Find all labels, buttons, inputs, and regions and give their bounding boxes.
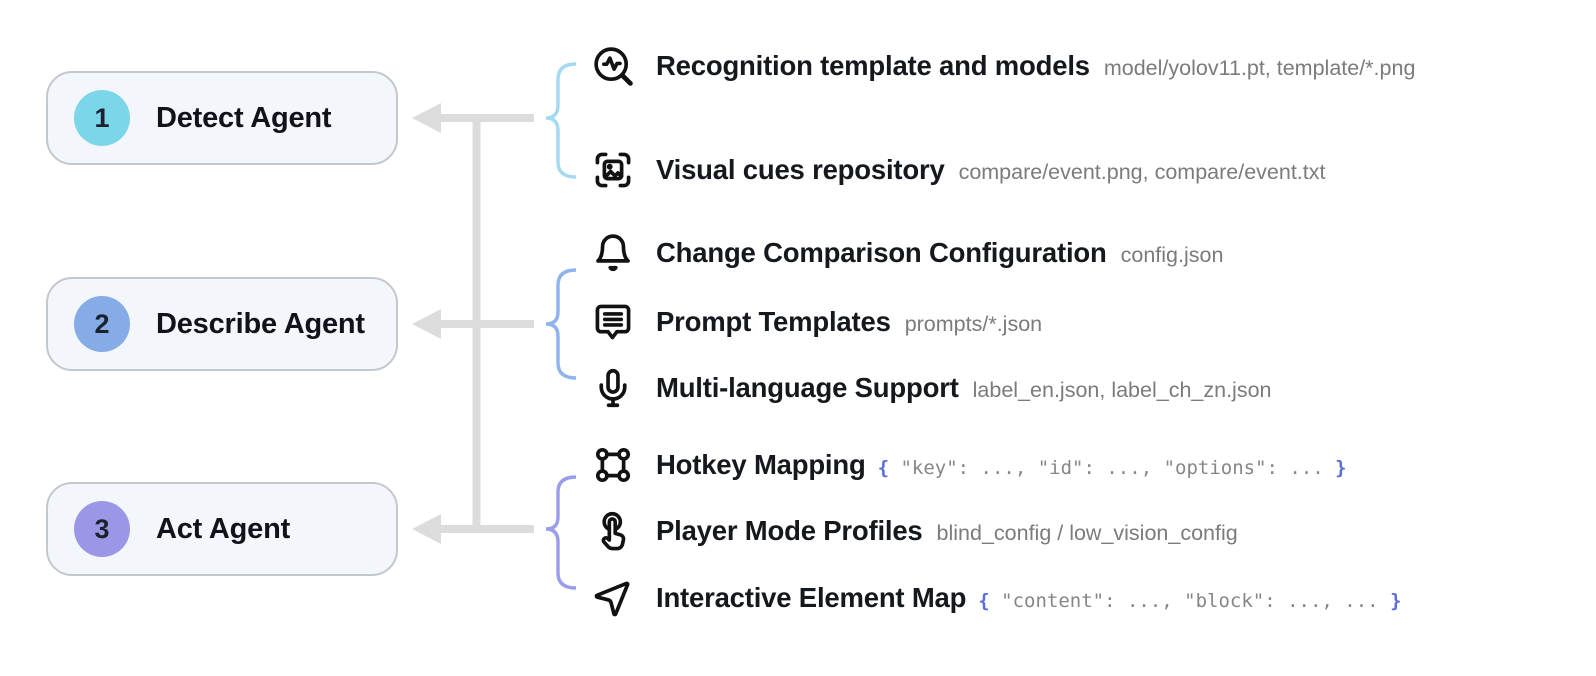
config-item-multi-language: Multi-language Support label_en.json, la…	[590, 361, 1271, 415]
brace-detect	[545, 62, 577, 179]
agent-number-badge: 3	[74, 501, 130, 557]
bell-icon	[590, 230, 636, 276]
item-label: Hotkey Mapping	[656, 449, 866, 480]
arrowhead-describe-icon	[412, 309, 441, 339]
agent-label: Describe Agent	[156, 307, 365, 340]
agent-label: Detect Agent	[156, 101, 332, 134]
image-scan-icon	[590, 147, 636, 193]
arrowhead-act-icon	[412, 514, 441, 544]
agent-box-act: 3 Act Agent	[46, 482, 398, 576]
code-body: "key": ..., "id": ..., "options": ...	[889, 457, 1336, 479]
search-activity-icon	[590, 43, 636, 89]
tap-gesture-icon	[590, 508, 636, 554]
config-item-prompt-templates: Prompt Templates prompts/*.json	[590, 295, 1042, 349]
config-item-interactive-map: Interactive Element Map { "content": ...…	[590, 571, 1402, 625]
config-item-visual-cues: Visual cues repository compare/event.png…	[590, 143, 1325, 197]
message-square-text-icon	[590, 299, 636, 345]
brace-act	[545, 475, 577, 590]
item-annotation: label_en.json, label_ch_zn.json	[972, 378, 1272, 402]
config-item-player-mode: Player Mode Profiles blind_config / low_…	[590, 504, 1238, 558]
agent-number-badge: 2	[74, 296, 130, 352]
agent-number-badge: 1	[74, 90, 130, 146]
config-item-hotkey-mapping: Hotkey Mapping { "key": ..., "id": ..., …	[590, 438, 1347, 492]
item-annotation: config.json	[1120, 243, 1224, 267]
command-frame-icon	[590, 442, 636, 488]
microphone-icon	[590, 365, 636, 411]
agent-box-detect: 1 Detect Agent	[46, 71, 398, 165]
arrowhead-detect-icon	[412, 103, 441, 133]
item-annotation: model/yolov11.pt, template/*.png	[1103, 56, 1416, 80]
item-label: Interactive Element Map	[656, 582, 967, 613]
code-body: "content": ..., "block": ..., ...	[989, 590, 1391, 612]
brace-describe	[545, 268, 577, 380]
item-label: Recognition template and models	[656, 50, 1090, 81]
item-label: Player Mode Profiles	[656, 515, 923, 546]
config-item-recognition: Recognition template and models model/yo…	[590, 39, 1415, 93]
config-item-change-comparison: Change Comparison Configuration config.j…	[590, 226, 1223, 280]
item-label: Prompt Templates	[656, 306, 891, 337]
item-annotation: blind_config / low_vision_config	[936, 521, 1238, 545]
item-annotation-code: { "content": ..., "block": ..., ... }	[978, 590, 1402, 612]
agent-box-describe: 2 Describe Agent	[46, 277, 398, 371]
item-label: Visual cues repository	[656, 154, 945, 185]
item-annotation: prompts/*.json	[904, 312, 1043, 336]
agent-label: Act Agent	[156, 512, 291, 545]
item-label: Change Comparison Configuration	[656, 237, 1107, 268]
cursor-pointer-icon	[590, 575, 636, 621]
item-annotation-code: { "key": ..., "id": ..., "options": ... …	[877, 457, 1347, 479]
item-annotation: compare/event.png, compare/event.txt	[958, 160, 1326, 184]
item-label: Multi-language Support	[656, 372, 959, 403]
